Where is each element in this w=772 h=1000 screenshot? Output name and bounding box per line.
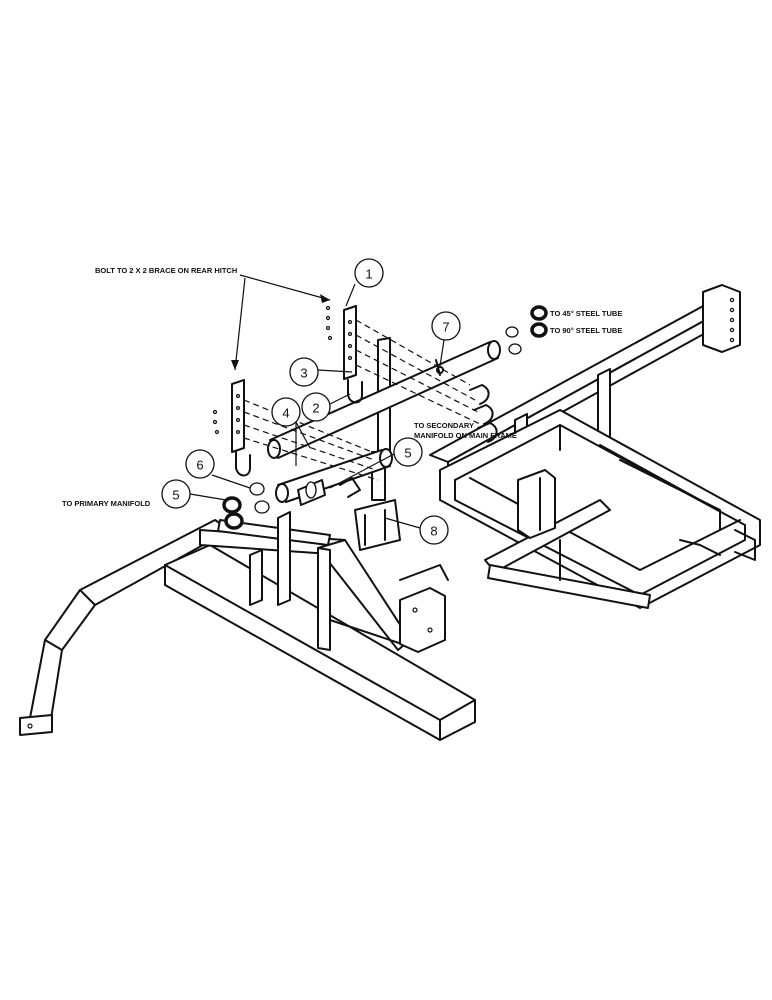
bolt-to-brace-leader — [239, 274, 331, 301]
svg-text:4: 4 — [282, 406, 289, 421]
o-rings-left — [249, 482, 270, 514]
svg-text:3: 3 — [300, 366, 307, 381]
svg-text:5: 5 — [172, 488, 179, 503]
callout-8: 8 — [384, 515, 449, 545]
rear-hitch — [19, 499, 476, 741]
to-90-steel-tube-label: TO 90° STEEL TUBE — [550, 326, 622, 335]
callout-6: 6 — [185, 449, 251, 489]
callout-5-left: 5 — [161, 479, 227, 509]
tower — [371, 337, 391, 501]
hose-coupler — [297, 477, 361, 506]
bracket-left — [212, 379, 251, 477]
bolt-to-brace-label: BOLT TO 2 X 2 BRACE ON REAR HITCH — [95, 266, 237, 275]
hose-couplers-left — [222, 496, 244, 530]
svg-text:5: 5 — [404, 446, 411, 461]
u-bolts — [435, 359, 498, 443]
couplers-right — [530, 305, 548, 338]
callout-2: 2 — [301, 392, 351, 422]
callout-1: 1 — [345, 258, 384, 307]
o-rings-right — [505, 326, 522, 355]
callout-7: 7 — [431, 311, 461, 367]
to-45-steel-tube-label: TO 45° STEEL TUBE — [550, 309, 622, 318]
projection-lines — [243, 319, 483, 481]
svg-text:2: 2 — [312, 401, 319, 416]
callout-3: 3 — [289, 357, 353, 387]
svg-text:8: 8 — [430, 524, 437, 539]
callout-4: 4 — [271, 397, 311, 466]
to-primary-manifold-label: TO PRIMARY MANIFOLD — [62, 499, 151, 508]
bolt-to-brace-arrow — [234, 277, 246, 371]
callout-5-right: 5 — [329, 437, 423, 489]
to-secondary-label-1: TO SECONDARY — [414, 421, 474, 430]
main-frame — [429, 284, 761, 609]
svg-text:7: 7 — [442, 320, 449, 335]
svg-text:6: 6 — [196, 458, 203, 473]
svg-text:1: 1 — [365, 267, 372, 282]
to-secondary-label-2: MANIFOLD ON MAIN FRAME — [414, 431, 517, 440]
